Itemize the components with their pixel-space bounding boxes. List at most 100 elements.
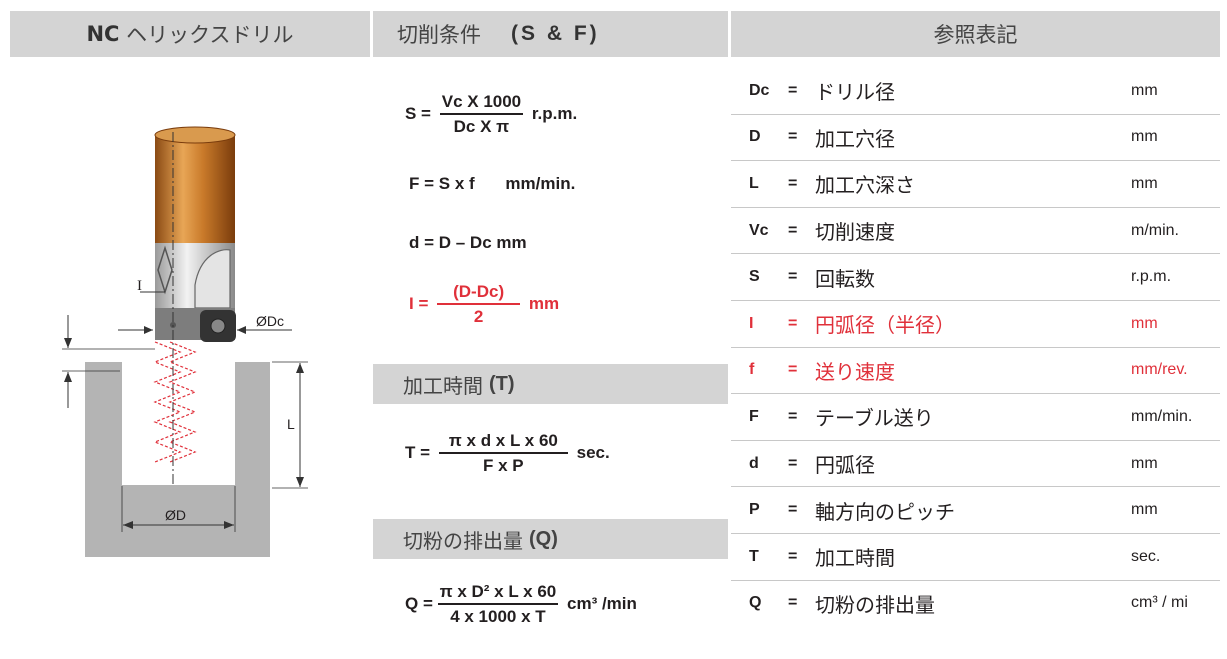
- conditions-code: (S & F): [511, 22, 600, 45]
- reference-symbol: D: [749, 128, 761, 146]
- reference-unit: r.p.m.: [1131, 268, 1172, 286]
- reference-description: 切削速度: [815, 220, 895, 245]
- conditions-label: 切削条件: [397, 23, 481, 47]
- product-name: ヘリックスドリル: [126, 23, 294, 47]
- reference-symbol: P: [749, 501, 760, 519]
- reference-equals: =: [788, 314, 798, 332]
- reference-symbol: d: [749, 454, 759, 472]
- chip-evacuation-code: (Q): [529, 527, 558, 550]
- reference-label: 参照表記: [933, 23, 1018, 47]
- reference-equals: =: [788, 268, 798, 286]
- reference-row: d = 円弧径 mm: [731, 441, 1220, 488]
- reference-equals: =: [788, 128, 798, 146]
- formula-f: F = S x f mm/min.: [409, 174, 575, 194]
- reference-symbol: T: [749, 547, 759, 565]
- formula-q-unit: cm³ /min: [567, 593, 637, 613]
- helix-drill-diagram: I ØDc L ØD: [62, 126, 308, 557]
- reference-equals: =: [788, 454, 798, 472]
- reference-equals: =: [788, 361, 798, 379]
- reference-unit: mm/rev.: [1131, 361, 1188, 379]
- reference-row: Vc = 切削速度 m/min.: [731, 208, 1220, 255]
- reference-unit: m/min.: [1131, 221, 1179, 239]
- formula-s-unit: r.p.m.: [531, 103, 578, 123]
- reference-symbol: Vc: [749, 221, 769, 239]
- reference-unit: mm: [1131, 454, 1158, 472]
- reference-unit: cm³ / mi: [1131, 594, 1188, 612]
- formula-i-lhs: I =: [409, 293, 429, 313]
- reference-description: 加工穴径: [815, 126, 895, 151]
- product-prefix: NC: [86, 22, 120, 46]
- machining-time-header: 加工時間 (T): [373, 364, 728, 404]
- conditions-header: 切削条件 (S & F): [373, 11, 728, 57]
- reference-row: D = 加工穴径 mm: [731, 115, 1220, 162]
- reference-equals: =: [788, 594, 798, 612]
- reference-symbol: f: [749, 361, 755, 379]
- reference-description: 円弧径（半径）: [815, 313, 955, 338]
- reference-row: T = 加工時間 sec.: [731, 534, 1220, 581]
- reference-description: 軸方向のピッチ: [815, 499, 955, 524]
- formula-t-numerator: π x d x L x 60: [438, 431, 568, 454]
- helix-path: [153, 341, 182, 463]
- reference-row: S = 回転数 r.p.m.: [731, 254, 1220, 301]
- formula-q-numerator: π x D² x L x 60: [437, 582, 559, 605]
- reference-description: 加工時間: [815, 546, 895, 571]
- formula-d: d = D – Dc mm: [409, 233, 527, 252]
- formula-t-denominator: F x P: [483, 456, 524, 475]
- formula-s: S = Vc X 1000 Dc X π r.p.m.: [405, 92, 577, 137]
- workpiece: [85, 362, 270, 557]
- formula-i-numerator: (D-Dc): [437, 282, 521, 305]
- reference-description: 切粉の排出量: [815, 592, 935, 617]
- label-I: I: [137, 278, 142, 294]
- formula-f-unit: mm/min.: [505, 174, 576, 193]
- formula-q-denominator: 4 x 1000 x T: [450, 607, 546, 626]
- reference-unit: mm: [1131, 501, 1158, 519]
- reference-row: Dc = ドリル径 mm: [731, 68, 1220, 115]
- reference-description: テーブル送り: [815, 406, 934, 431]
- chip-evacuation-header: 切粉の排出量 (Q): [373, 519, 728, 559]
- label-D: ØD: [165, 507, 186, 523]
- reference-header: 参照表記: [731, 11, 1220, 57]
- reference-description: 送り速度: [815, 359, 895, 384]
- reference-equals: =: [788, 547, 798, 565]
- reference-unit: mm: [1131, 314, 1158, 332]
- label-Dc: ØDc: [256, 313, 284, 329]
- formula-i-denominator: 2: [473, 307, 484, 326]
- formula-t-lhs: T =: [405, 442, 431, 462]
- reference-description: 回転数: [815, 266, 875, 291]
- reference-unit: sec.: [1131, 547, 1161, 565]
- machining-time-label: 加工時間: [403, 373, 483, 398]
- reference-symbol: I: [749, 314, 754, 332]
- reference-equals: =: [788, 174, 798, 192]
- reference-unit: mm/min.: [1131, 407, 1193, 425]
- reference-symbol: Dc: [749, 81, 770, 99]
- reference-description: 円弧径: [815, 453, 875, 478]
- formula-s-denominator: Dc X π: [453, 117, 510, 136]
- product-header: NC ヘリックスドリル: [10, 11, 370, 57]
- reference-row: Q = 切粉の排出量 cm³ / mi: [731, 581, 1220, 627]
- reference-symbol: Q: [749, 594, 762, 612]
- reference-description: 加工穴深さ: [815, 173, 915, 198]
- formula-t-unit: sec.: [576, 442, 610, 462]
- reference-description: ドリル径: [815, 80, 895, 105]
- reference-equals: =: [788, 407, 798, 425]
- reference-equals: =: [788, 221, 798, 239]
- chip-evacuation-label: 切粉の排出量: [403, 528, 523, 553]
- formula-q-lhs: Q =: [405, 593, 433, 613]
- formula-t: T = π x d x L x 60 F x P sec.: [405, 431, 610, 476]
- reference-row: f = 送り速度 mm/rev.: [731, 348, 1220, 395]
- formula-q: Q = π x D² x L x 60 4 x 1000 x T cm³ /min: [405, 582, 637, 627]
- shank: [155, 135, 235, 243]
- formula-i: I = (D-Dc)2 mm: [409, 282, 559, 327]
- label-L: L: [287, 416, 295, 432]
- reference-symbol: L: [749, 174, 759, 192]
- formula-s-numerator: Vc X 1000: [439, 92, 524, 115]
- formula-s-lhs: S =: [405, 103, 431, 123]
- reference-symbol: S: [749, 268, 760, 286]
- reference-equals: =: [788, 81, 798, 99]
- reference-unit: mm: [1131, 128, 1158, 146]
- reference-unit: mm: [1131, 81, 1158, 99]
